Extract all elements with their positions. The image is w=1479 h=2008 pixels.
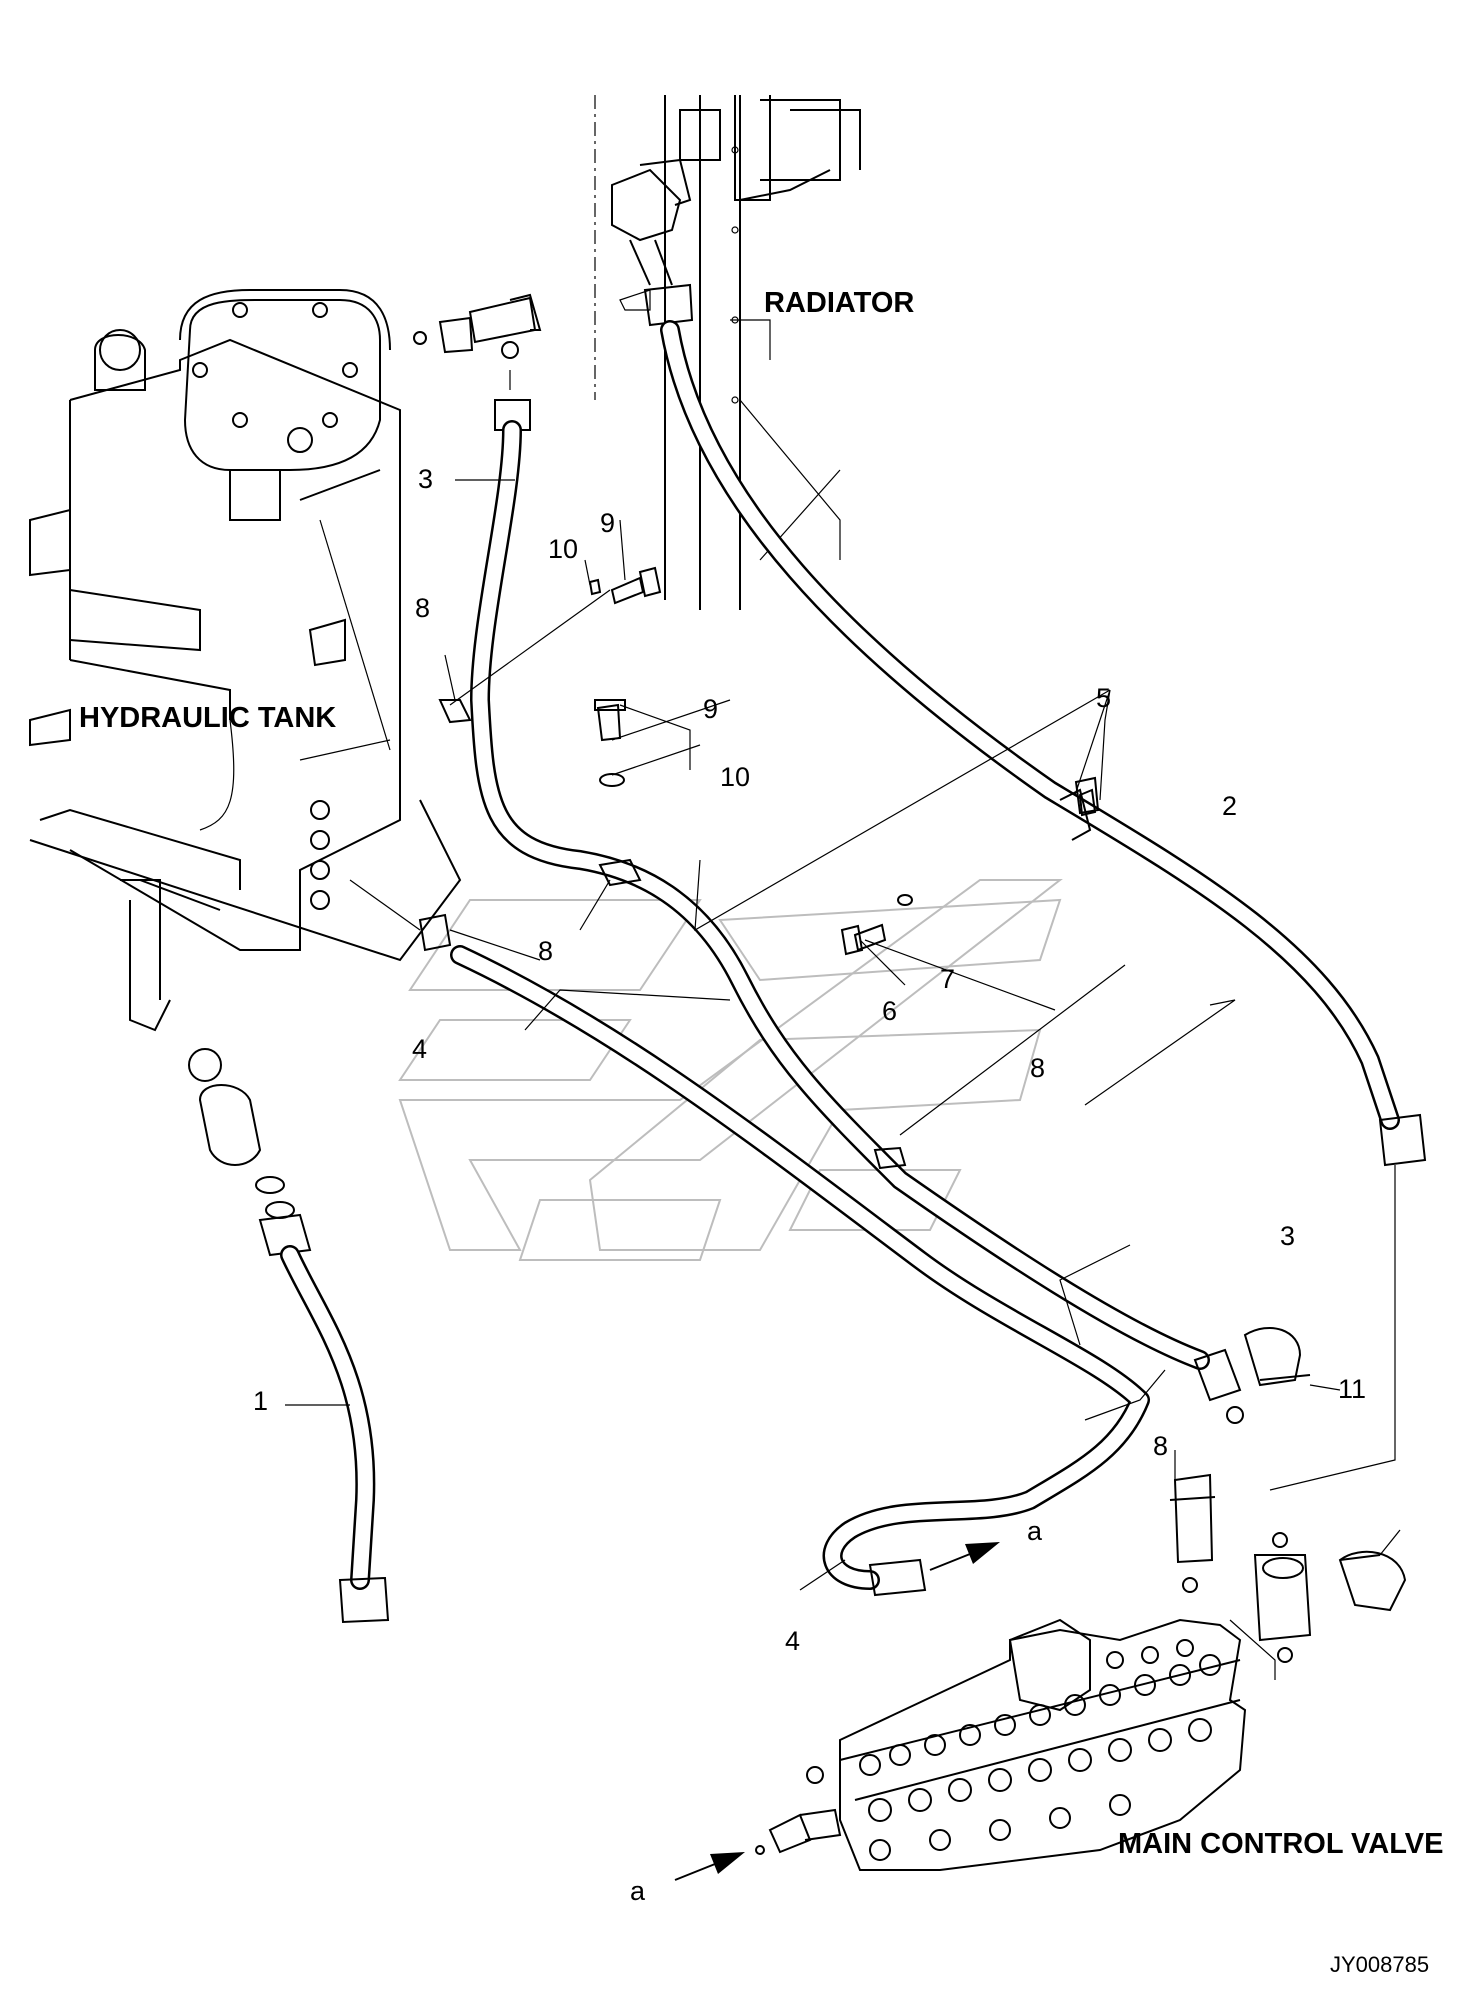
flow-marker-a-right: a [1027, 1516, 1043, 1546]
callout-9-upper: 9 [600, 508, 615, 538]
hose-1 [188, 1048, 390, 1624]
callout-3-top: 3 [418, 464, 433, 494]
callout-4-left: 4 [412, 1034, 427, 1064]
radiator-label: RADIATOR [764, 287, 914, 319]
callout-3-right: 3 [1280, 1221, 1295, 1251]
watermark-logo [398, 879, 1063, 1261]
main-control-valve-label: MAIN CONTROL VALVE [1118, 1828, 1443, 1860]
callout-8-lower: 8 [1153, 1431, 1168, 1461]
radiator-fitting [611, 158, 694, 327]
clamps-bolts [438, 566, 1097, 1170]
callout-1: 1 [253, 1386, 268, 1416]
callout-9-lower: 9 [703, 694, 718, 724]
flow-marker-a-left: a [630, 1876, 646, 1906]
hose-3-upper [470, 420, 1210, 1370]
callout-10-lower: 10 [720, 762, 750, 792]
hose-2 [660, 320, 1427, 1491]
callout-8-upper: 8 [415, 593, 430, 623]
reference-code: JY008785 [1330, 1952, 1429, 1977]
leader-lines [285, 479, 1341, 1591]
callout-10-upper: 10 [548, 534, 578, 564]
hydraulic-tank-label: HYDRAULIC TANK [79, 702, 336, 734]
callout-8-center: 8 [538, 936, 553, 966]
callout-4-bottom: 4 [785, 1626, 800, 1656]
callout-8-mid-right: 8 [1030, 1053, 1045, 1083]
callout-6: 6 [882, 996, 897, 1026]
main-control-valve [755, 1618, 1276, 1871]
callout-11: 11 [1338, 1374, 1366, 1404]
right-side-fittings [1169, 1326, 1407, 1663]
callout-5: 5 [1096, 683, 1111, 713]
flow-arrows [674, 1542, 1000, 1881]
radiator-structure [594, 95, 861, 610]
hydraulic-tank [29, 289, 462, 1032]
callout-7: 7 [940, 964, 955, 994]
callout-2: 2 [1222, 791, 1237, 821]
tank-top-fitting [413, 293, 542, 431]
